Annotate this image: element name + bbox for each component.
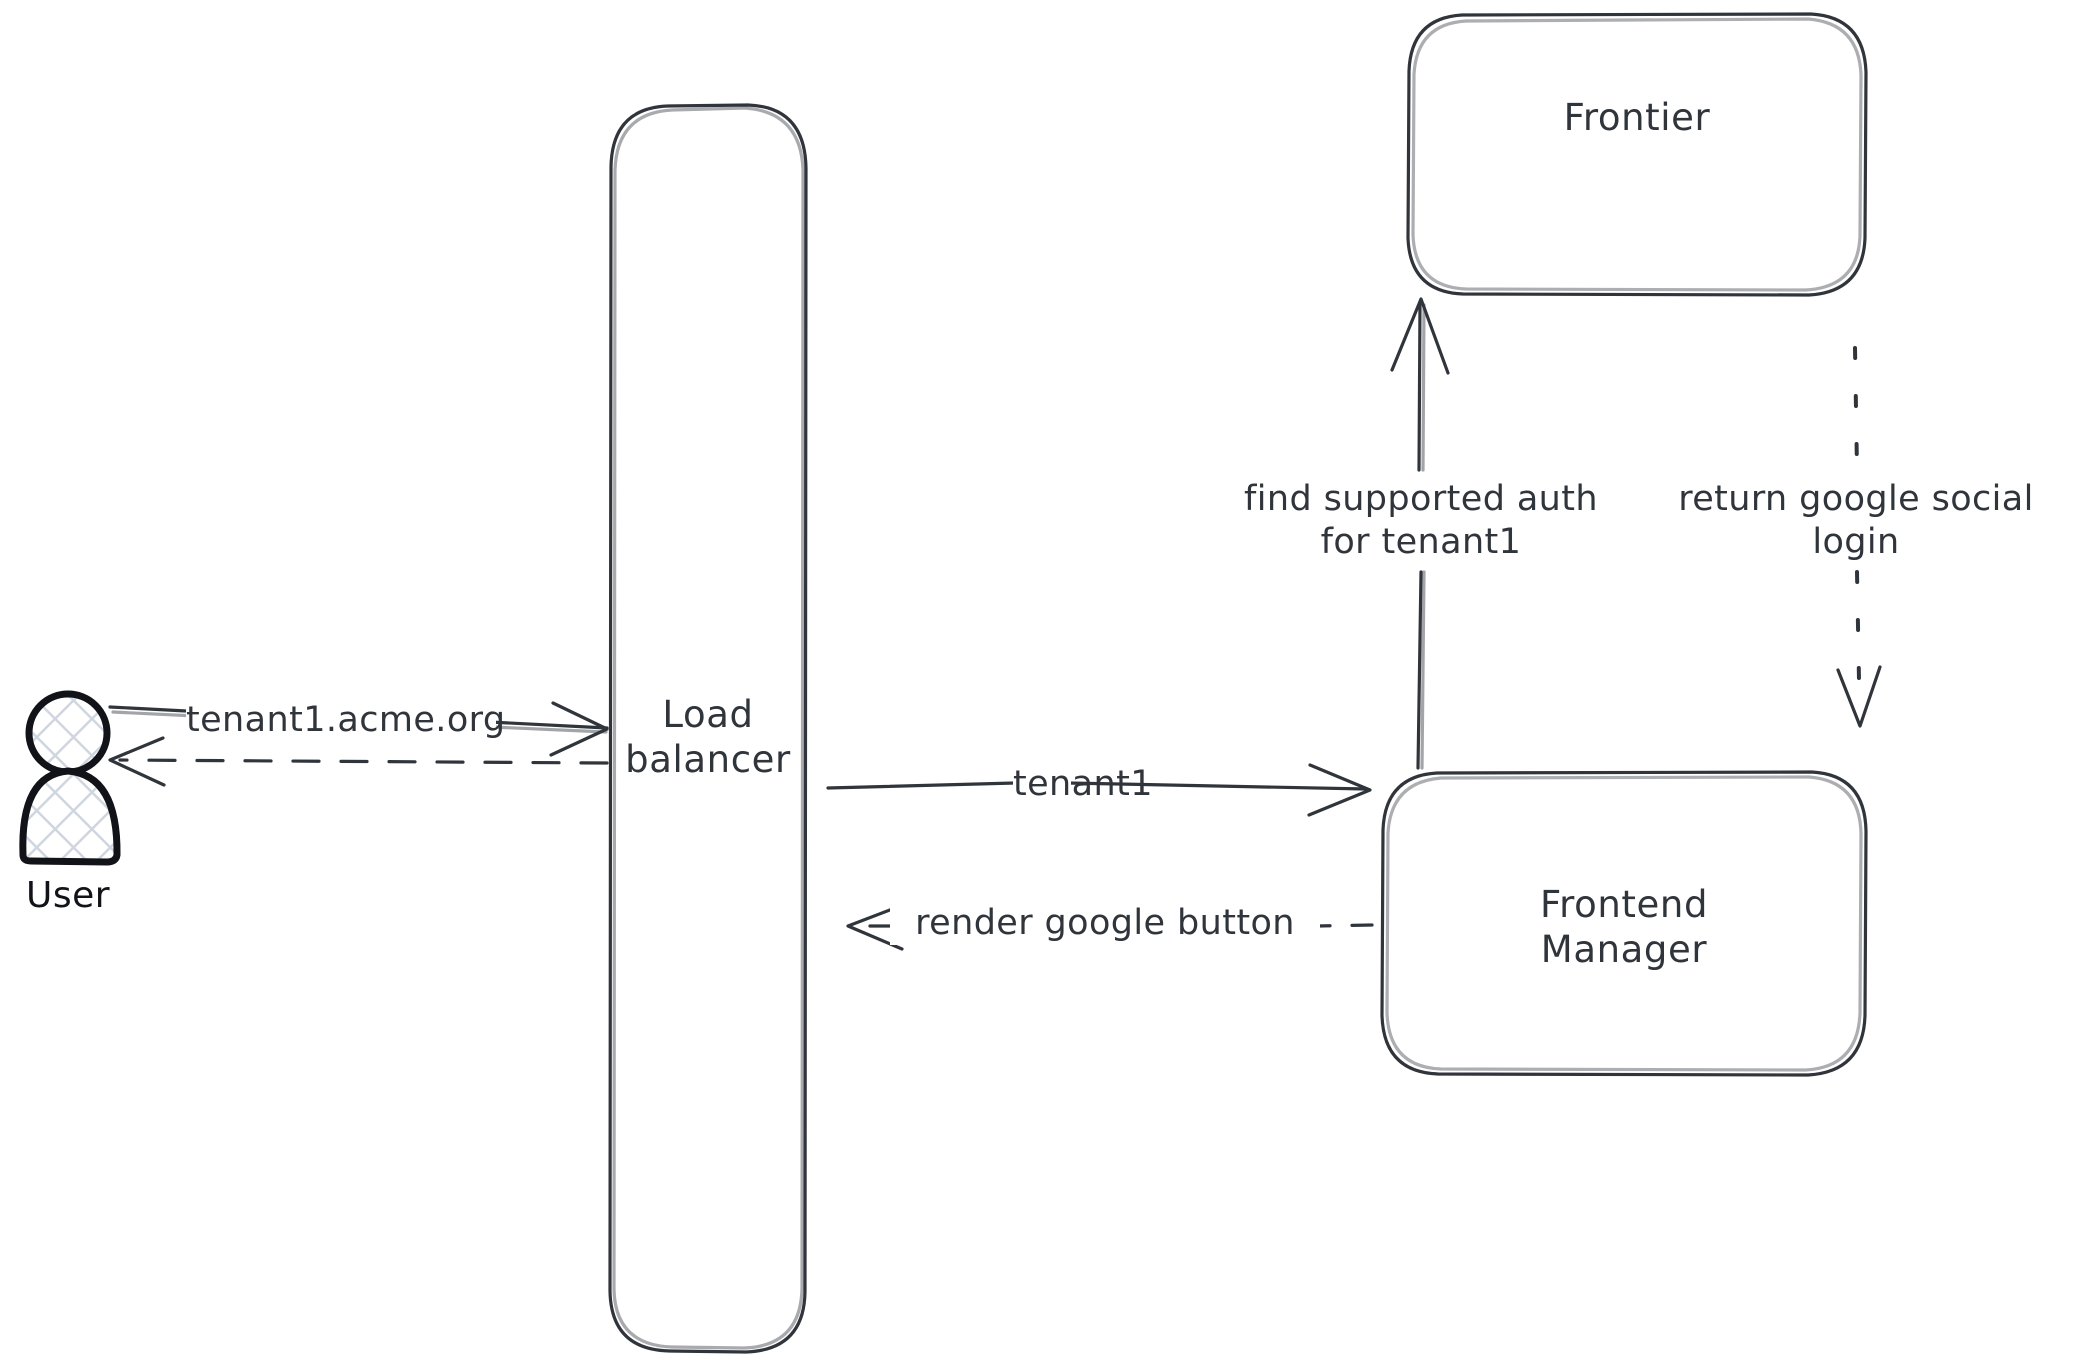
edge-frontend-manager-to-frontier [1390, 297, 1450, 770]
edge-user-to-load-balancer [108, 701, 609, 757]
edge-frontier-to-frontend-manager [1836, 346, 1882, 728]
edge-frontend-manager-to-load-balancer [846, 903, 1374, 951]
node-load-balancer-shape[interactable] [608, 103, 808, 1354]
node-frontier-shape[interactable] [1406, 12, 1868, 297]
node-frontend-manager-shape[interactable] [1380, 770, 1868, 1077]
edge-load-balancer-to-user [108, 736, 609, 787]
node-user-shape[interactable] [19, 690, 121, 866]
edge-load-balancer-to-frontend-manager [826, 763, 1372, 817]
